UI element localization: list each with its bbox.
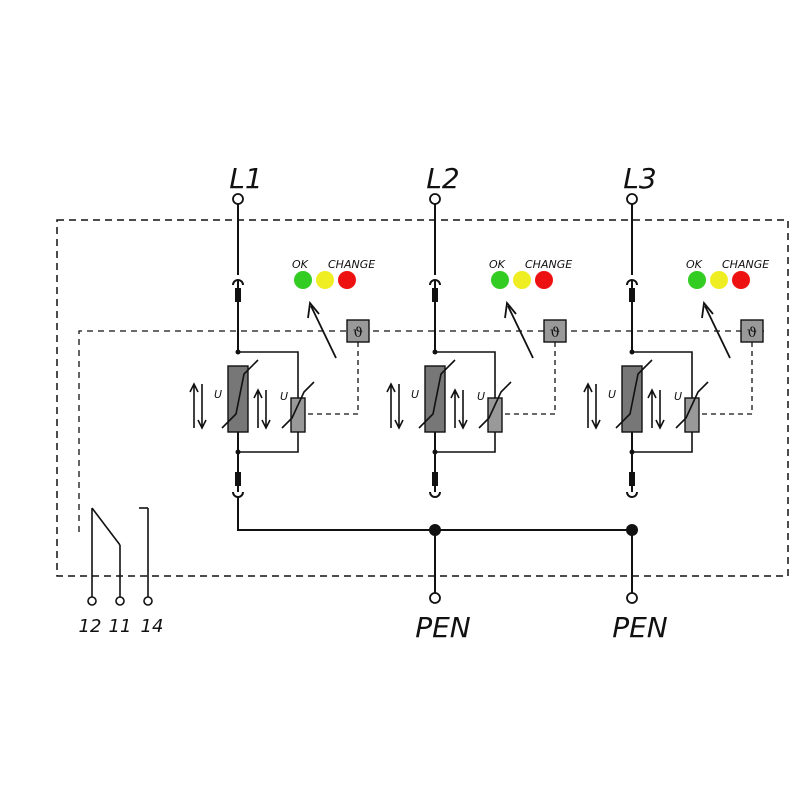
ok-label: OK — [686, 258, 703, 271]
indicator-pointer — [704, 305, 731, 359]
thermal-symbol: ϑ — [550, 325, 560, 341]
fuse-link — [629, 472, 635, 486]
thermal-symbol: ϑ — [747, 325, 757, 341]
ok-lamp-green — [294, 271, 312, 289]
fuse-link — [432, 288, 438, 302]
arrow-up-icon — [189, 382, 199, 428]
indicator-pointer — [310, 305, 337, 359]
small-varistor — [684, 397, 700, 433]
arrow-down-icon — [458, 390, 468, 430]
fuse-link — [235, 288, 241, 302]
arrow-up-icon — [583, 382, 593, 428]
pointer-arrowhead-icon — [701, 300, 714, 319]
arrow-down-icon — [394, 384, 404, 430]
pen-terminal — [626, 592, 638, 604]
thermal-link — [502, 342, 556, 415]
contact-label-11: 11 — [109, 616, 132, 637]
monitoring-dashed-line — [78, 330, 765, 532]
phase-module: L3U Uϑ OK CHANGE — [583, 162, 769, 498]
main-varistor — [424, 365, 446, 433]
pointer-arrowhead-icon — [504, 300, 517, 319]
change-lamp-red — [732, 271, 750, 289]
arrow-down-icon — [261, 390, 271, 430]
warning-lamp-yellow — [316, 271, 334, 289]
change-lamp-red — [535, 271, 553, 289]
varistor-characteristic — [478, 381, 512, 429]
contact-label-12: 12 — [79, 616, 102, 637]
varistor-characteristic — [221, 359, 259, 429]
input-terminal — [232, 193, 244, 205]
change-label: CHANGE — [525, 258, 572, 271]
varistor-characteristic — [675, 381, 709, 429]
varistor-symbol: U — [674, 390, 682, 403]
thermal-link — [699, 342, 753, 415]
input-terminal — [429, 193, 441, 205]
main-varistor — [227, 365, 249, 433]
thermal-symbol: ϑ — [353, 325, 363, 341]
warning-lamp-yellow — [513, 271, 531, 289]
pen-bus — [237, 496, 632, 531]
arrow-down-icon — [655, 390, 665, 430]
arrow-up-icon — [253, 388, 263, 428]
varistor-characteristic — [418, 359, 456, 429]
varistor-symbol: U — [280, 390, 288, 403]
contact-terminal — [87, 596, 97, 606]
varistor-characteristic — [615, 359, 653, 429]
pen-terminal — [429, 592, 441, 604]
contact-label-14: 14 — [141, 616, 164, 637]
ok-label: OK — [489, 258, 506, 271]
pointer-arrowhead-icon — [307, 300, 320, 319]
input-terminal — [626, 193, 638, 205]
plug-contact — [626, 491, 638, 498]
varistor-characteristic — [281, 381, 315, 429]
pen-label: PEN — [415, 611, 471, 644]
phase-label: L1 — [229, 162, 262, 195]
change-label: CHANGE — [328, 258, 375, 271]
fuse-link — [432, 472, 438, 486]
enclosure-outline — [56, 219, 789, 577]
arrow-up-icon — [450, 388, 460, 428]
ok-label: OK — [292, 258, 309, 271]
phase-label: L3 — [623, 162, 656, 195]
varistor-symbol: U — [477, 390, 485, 403]
change-label: CHANGE — [722, 258, 769, 271]
indicator-pointer — [507, 305, 534, 359]
contact-terminal — [115, 596, 125, 606]
phase-label: L2 — [426, 162, 459, 195]
small-varistor — [290, 397, 306, 433]
plug-contact — [429, 491, 441, 498]
contact-terminal — [143, 596, 153, 606]
phase-module: L2U Uϑ OK CHANGE — [386, 162, 572, 498]
ok-lamp-green — [491, 271, 509, 289]
varistor-symbol: U — [214, 388, 222, 401]
arrow-up-icon — [647, 388, 657, 428]
arrow-up-icon — [386, 382, 396, 428]
change-lamp-red — [338, 271, 356, 289]
pen-label: PEN — [612, 611, 668, 644]
fuse-link — [629, 288, 635, 302]
varistor-symbol: U — [608, 388, 616, 401]
plug-contact — [232, 491, 244, 498]
varistor-symbol: U — [411, 388, 419, 401]
warning-lamp-yellow — [710, 271, 728, 289]
thermal-link — [305, 342, 359, 415]
main-varistor — [621, 365, 643, 433]
arrow-down-icon — [197, 384, 207, 430]
phase-module: L1U Uϑ OK CHANGE — [189, 162, 375, 498]
remote-contact — [87, 507, 153, 606]
arrow-down-icon — [591, 384, 601, 430]
small-varistor — [487, 397, 503, 433]
ok-lamp-green — [688, 271, 706, 289]
fuse-link — [235, 472, 241, 486]
